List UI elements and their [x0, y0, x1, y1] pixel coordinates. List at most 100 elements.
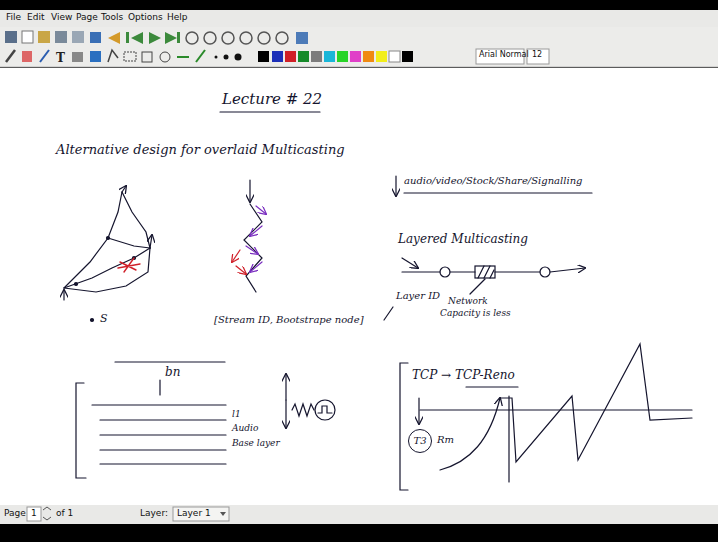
sketch-stroke	[173, 507, 229, 521]
status-text: Page	[4, 508, 26, 519]
sketch-stroke	[107, 237, 110, 240]
font-size-field: 12	[532, 50, 542, 60]
sketch-stroke	[466, 386, 518, 387]
sketch-stroke	[420, 409, 692, 410]
sketch-stroke	[258, 51, 269, 62]
sketch-stroke	[224, 55, 229, 60]
sketch-stroke	[186, 32, 198, 44]
handwritten-note: S	[100, 312, 108, 325]
sketch-stroke	[250, 262, 262, 272]
sketch-stroke	[402, 271, 440, 272]
menu-item: Options	[128, 12, 163, 23]
font-name-field: Arial Normal	[479, 50, 529, 60]
sketch-stroke	[402, 51, 413, 62]
status-text: Layer:	[140, 508, 168, 519]
handwritten-note: Base layer	[232, 438, 280, 449]
sketch-stroke	[324, 51, 335, 62]
sketch-stroke	[6, 50, 15, 62]
handwritten-note: l1	[232, 409, 241, 420]
status-text: of 1	[56, 508, 73, 519]
status-bar	[0, 505, 718, 524]
sketch-stroke	[76, 383, 86, 478]
sketch-stroke	[404, 192, 592, 193]
toolbar-border	[0, 67, 718, 68]
sketch-stroke	[126, 32, 129, 43]
status-widgets	[27, 507, 229, 521]
handwritten-heading: TCP → TCP-Reno	[412, 368, 515, 382]
sketch-stroke	[470, 279, 485, 294]
layer-dropdown: Layer 1	[177, 508, 211, 519]
sketch-stroke	[115, 361, 225, 362]
sketch-stroke	[100, 449, 226, 450]
sketch-stroke	[100, 463, 226, 464]
sketch-stroke	[108, 32, 120, 44]
sketch-stroke	[177, 32, 180, 43]
sketch-stroke	[400, 363, 408, 490]
sketch-stroke	[177, 56, 189, 58]
sketch-stroke	[508, 396, 509, 482]
page-number-field: 1	[31, 508, 37, 519]
sketch-stroke: T	[56, 51, 65, 65]
sketch-stroke	[527, 49, 549, 64]
sketch-stroke	[240, 32, 252, 44]
handwritten-note: Network	[448, 296, 488, 307]
sketch-stroke	[418, 398, 419, 424]
sketch-stroke	[27, 507, 41, 521]
sketch-stroke	[142, 52, 152, 62]
sketch-stroke	[311, 51, 322, 62]
sketch-stroke	[318, 406, 332, 413]
sketch-stroke	[43, 507, 51, 520]
menu-item: Tools	[101, 12, 123, 23]
sketch-stroke	[244, 204, 262, 292]
pen-toolbar-icons: T	[6, 49, 549, 65]
sketch-stroke	[38, 31, 50, 43]
sketch-stroke	[150, 235, 152, 248]
handwritten-note: bn	[165, 365, 180, 379]
sketch-stroke	[75, 283, 78, 286]
sketch-stroke	[236, 266, 246, 274]
menu-bar	[0, 10, 718, 27]
sketch-stroke	[292, 404, 314, 416]
sketch-stroke	[40, 50, 49, 62]
canvas	[0, 68, 718, 505]
handwritten-note: Capacity is less	[440, 308, 511, 319]
top-band	[0, 0, 718, 10]
sketch-stroke	[196, 50, 205, 62]
menu-item: Edit	[27, 12, 44, 23]
sketch-stroke	[478, 266, 494, 278]
sketch-stroke	[315, 400, 335, 420]
handwritten-note: Rm	[437, 434, 454, 446]
sketch-stroke	[296, 32, 308, 44]
sketch-stroke	[337, 51, 348, 62]
sketch-stroke	[131, 32, 143, 44]
handwritten-note: [Stream ID, Bootstrape node]	[214, 314, 364, 326]
sketch-stroke	[376, 51, 387, 62]
sketch-stroke	[285, 400, 286, 428]
sketch-stroke	[215, 56, 218, 59]
sketch-stroke	[395, 176, 396, 196]
sketch-stroke	[235, 54, 242, 61]
handwritten-note: Layer ID	[396, 290, 440, 302]
lecture-title: Lecture # 22	[222, 90, 322, 108]
sketch-stroke	[100, 419, 226, 420]
pen-toolbar	[0, 47, 718, 67]
handwritten-note: Audio	[232, 423, 258, 434]
sketch-stroke	[118, 258, 140, 272]
sketch-stroke	[246, 246, 258, 254]
sketch-stroke	[220, 512, 226, 516]
sketch-stroke	[250, 226, 262, 236]
handwritten-heading: Alternative design for overlaid Multicas…	[56, 142, 345, 158]
sketch-stroke	[92, 404, 226, 405]
title-underline	[220, 111, 320, 112]
sketch-stroke	[285, 51, 296, 62]
sketch-stroke	[149, 32, 161, 44]
sketch-stroke	[384, 307, 393, 320]
sketch-stroke	[122, 186, 126, 192]
sketch-stroke	[64, 248, 150, 288]
sketch-stroke	[276, 32, 288, 44]
sketch-stroke	[232, 250, 240, 262]
sketch-stroke	[72, 52, 83, 62]
sketch-stroke	[500, 344, 692, 462]
